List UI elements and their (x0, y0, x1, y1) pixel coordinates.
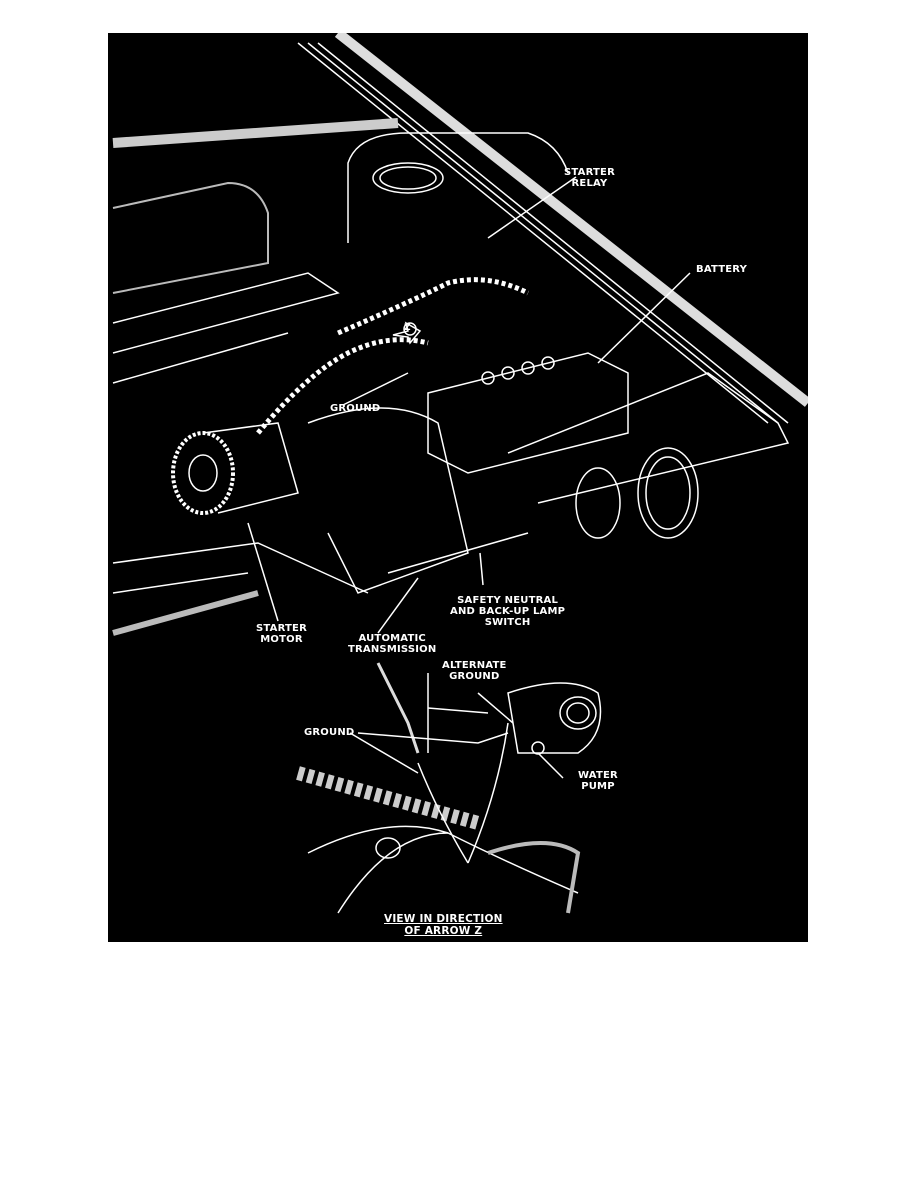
label-safety-neutral-switch: SAFETY NEUTRAL AND BACK-UP LAMP SWITCH (450, 595, 566, 628)
detail-view-caption: VIEW IN DIRECTION OF ARROW Z (384, 913, 503, 937)
label-ground-main: GROUND (330, 403, 381, 414)
label-alternate-ground: ALTERNATE GROUND (442, 660, 507, 682)
label-battery: BATTERY (696, 264, 748, 275)
label-water-pump: WATER PUMP (578, 770, 618, 792)
arrow-z-label: Z (404, 323, 411, 333)
label-automatic-transmission: AUTOMATIC TRANSMISSION (348, 633, 437, 655)
line-drawing (112, 33, 808, 914)
label-ground-detail: GROUND (304, 727, 355, 738)
label-starter-relay: STARTER RELAY (564, 167, 615, 189)
engine-compartment-illustration: STARTER RELAY BATTERY GROUND Z STARTER M… (108, 33, 808, 942)
label-starter-motor: STARTER MOTOR (256, 623, 307, 645)
